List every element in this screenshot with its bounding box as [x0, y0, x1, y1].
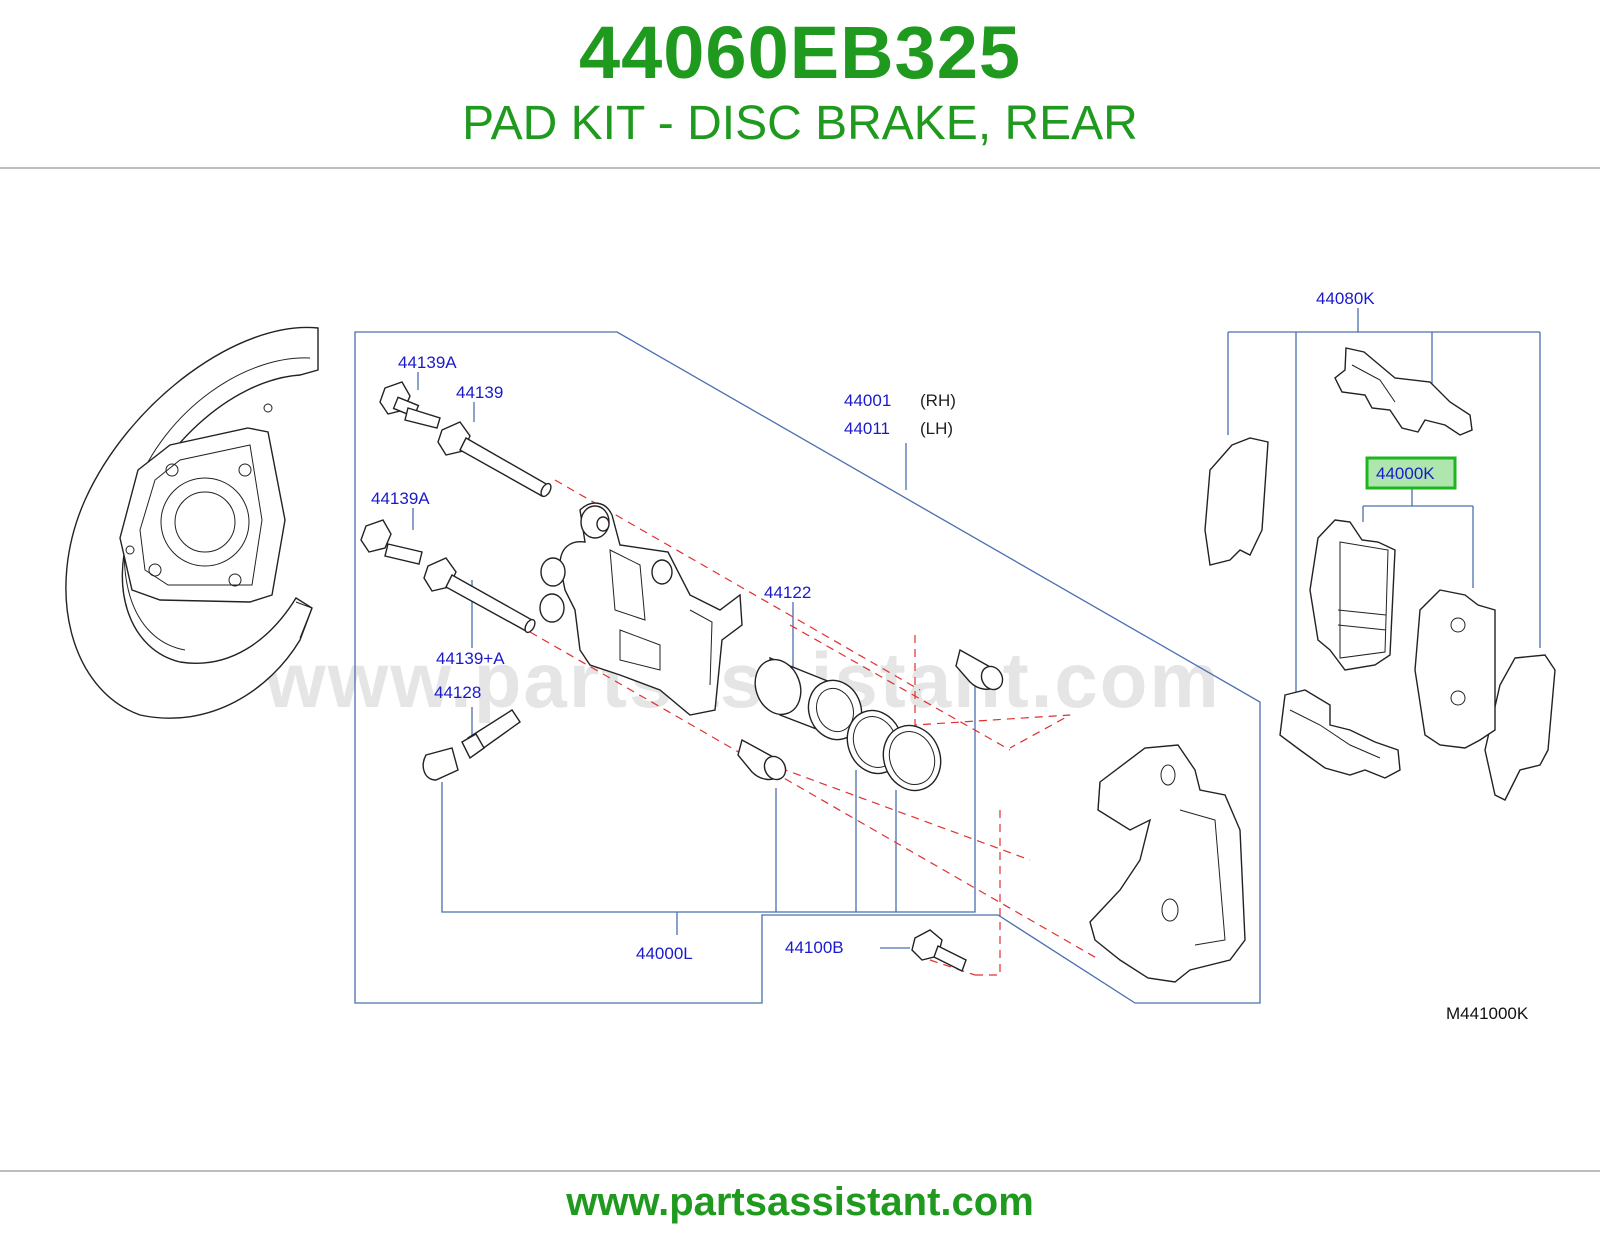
parts-diagram: www.partsassistant.com — [65, 289, 1556, 1023]
label-44000L[interactable]: 44000L — [636, 944, 693, 963]
footer-divider — [0, 1170, 1600, 1172]
bolt-44139A-mid-drawing — [360, 519, 423, 565]
pin-44139-top-drawing — [437, 421, 552, 498]
header-divider — [0, 167, 1600, 169]
label-44128[interactable]: 44128 — [434, 683, 481, 702]
label-44139-top[interactable]: 44139 — [456, 383, 503, 402]
label-44100B[interactable]: 44100B — [785, 938, 844, 957]
bolt-44139A-top-drawing — [379, 381, 441, 429]
piston-44122-drawing — [754, 656, 863, 741]
caliper-body-drawing — [539, 502, 743, 716]
label-44001[interactable]: 44001 — [844, 391, 891, 410]
header: 44060EB325 PAD KIT - DISC BRAKE, REAR — [0, 0, 1600, 170]
bolt-44100B-drawing — [911, 929, 967, 972]
label-44001-side: (RH) — [920, 391, 956, 410]
drawing-code: M441000K — [1446, 1004, 1529, 1023]
label-44139A-mid[interactable]: 44139A — [371, 489, 430, 508]
pad-clip-lower-drawing — [1279, 689, 1401, 779]
caliper-bracket-drawing — [1089, 744, 1246, 983]
bracket-44000L — [441, 675, 976, 913]
brake-pad-inner-drawing — [1309, 519, 1396, 671]
highlight-box-44000K[interactable] — [1365, 456, 1457, 490]
label-44011-side: (LH) — [920, 419, 953, 438]
pad-clip-top-drawing — [1334, 347, 1473, 436]
caliper-assembly-frame — [354, 331, 1261, 1004]
label-44122[interactable]: 44122 — [764, 583, 811, 602]
bleeder-44128-drawing — [422, 709, 521, 781]
label-44080K[interactable]: 44080K — [1316, 289, 1375, 308]
pin-44139pA-drawing — [423, 557, 536, 634]
pin-boot-lower-drawing — [737, 738, 787, 781]
pad-shim-left-drawing — [1204, 437, 1269, 566]
label-44011[interactable]: 44011 — [844, 419, 890, 438]
label-44139pA[interactable]: 44139+A — [436, 649, 505, 668]
assembly-centerlines — [529, 479, 1101, 976]
label-44139A-top[interactable]: 44139A — [398, 353, 457, 372]
pin-boot-upper-drawing — [955, 648, 1004, 691]
watermark-text: www.partsassistant.com — [264, 636, 1221, 724]
brake-pad-outer-drawing — [1414, 589, 1496, 749]
part-name-subtitle: PAD KIT - DISC BRAKE, REAR — [462, 97, 1138, 150]
part-number-title: 44060EB325 — [578, 11, 1022, 94]
footer-url-link[interactable]: www.partsassistant.com — [566, 1180, 1034, 1224]
backing-plate-drawing — [65, 326, 319, 719]
piston-boot-drawing — [882, 724, 942, 792]
label-44000K[interactable]: 44000K — [1376, 464, 1435, 483]
